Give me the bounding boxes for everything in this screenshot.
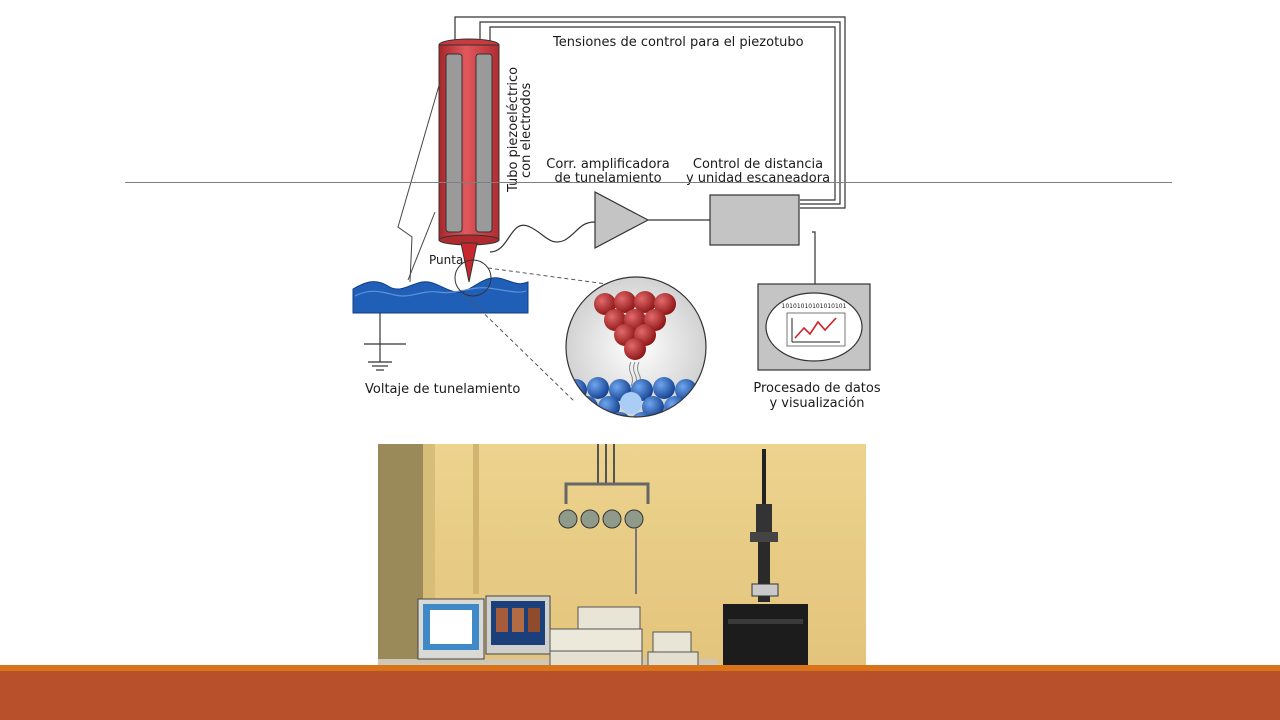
piezo-tube xyxy=(438,38,500,246)
processing-label-line1: Procesado de datos xyxy=(753,381,880,396)
control-unit-label-line1: Control de distancia xyxy=(693,157,823,172)
piezo-tube-label-line1: Tubo piezoeléctrico xyxy=(506,67,521,193)
lab-photo xyxy=(378,444,866,695)
binary-readout: 10101010101010101 xyxy=(782,303,847,310)
footer-bar xyxy=(0,671,1280,720)
tip-label: Punta xyxy=(429,253,463,267)
computer-monitors xyxy=(417,595,551,680)
amplifier-icon xyxy=(594,191,650,249)
control-voltages-label: Tensiones de control para el piezotubo xyxy=(552,35,804,50)
monitor-icon: 10101010101010101 xyxy=(757,283,871,371)
ground-icon xyxy=(364,313,406,371)
signal-wire xyxy=(489,221,596,253)
control-unit-label-line2: y unidad escaneadora xyxy=(686,171,830,186)
atomic-zoom xyxy=(566,277,706,417)
control-wires xyxy=(454,16,846,209)
amplifier-label-line2: de tunelamiento xyxy=(554,171,661,186)
wall-valves xyxy=(558,444,650,594)
footer-accent-line xyxy=(0,665,1280,671)
sample-surface xyxy=(352,277,529,314)
tip-atoms xyxy=(594,291,676,360)
tip-icon xyxy=(460,242,478,283)
control-unit-box xyxy=(709,194,800,246)
stm-diagram: 10101010101010101 xyxy=(340,12,900,437)
amplifier-label-line1: Corr. amplificadora xyxy=(546,157,670,172)
processing-label-line2: y visualización xyxy=(769,396,864,411)
title-divider xyxy=(125,182,1172,183)
tube-bracket xyxy=(397,81,441,283)
piezo-tube-label-line2: con electrodos xyxy=(519,82,534,178)
tunneling-voltage-label: Voltaje de tunelamiento xyxy=(365,382,520,397)
tip-zoom-marker xyxy=(454,259,492,297)
